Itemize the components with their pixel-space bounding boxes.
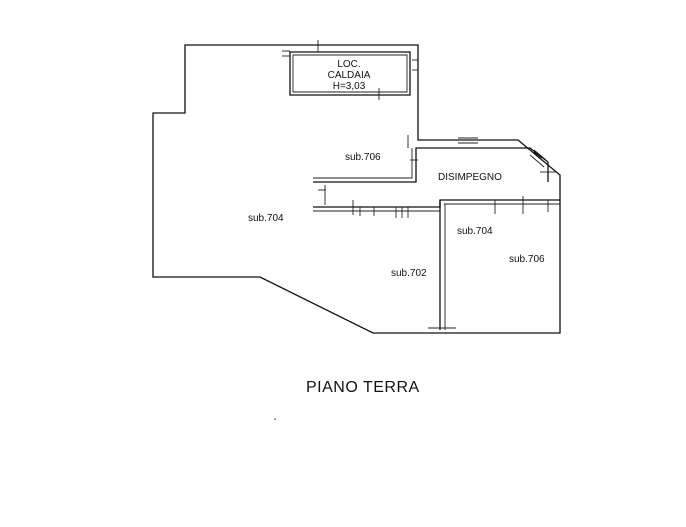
boiler-room-walls [282, 40, 418, 100]
label-sub704-left: sub.704 [248, 213, 284, 224]
plan-title: PIANO TERRA [306, 379, 420, 396]
label-sub706-top: sub.706 [345, 152, 381, 163]
label-boiler-room-height: H=3,03 [332, 81, 366, 92]
lower-partition-walls [313, 196, 560, 218]
stray-mark [274, 418, 276, 420]
label-sub702: sub.702 [391, 268, 427, 279]
corridor-walls [313, 135, 556, 205]
label-sub704-right: sub.704 [457, 226, 493, 237]
outer-perimeter [152, 44, 561, 334]
label-boiler-room-line2: CALDAIA [327, 70, 371, 81]
label-corridor: DISIMPEGNO [438, 172, 502, 183]
label-boiler-room-line1: LOC. [337, 59, 361, 70]
label-sub706-right: sub.706 [509, 254, 545, 265]
vertical-partition-wall [428, 200, 456, 330]
